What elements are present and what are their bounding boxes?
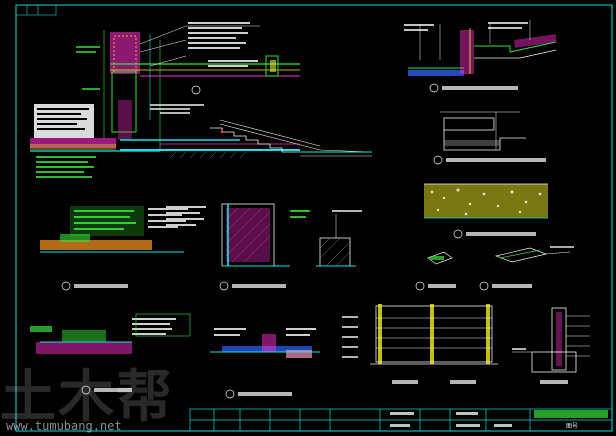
detail-mid-left[interactable]	[40, 206, 188, 291]
detail-mid-column[interactable]	[166, 203, 310, 291]
detail-top-right-section[interactable]	[404, 20, 557, 93]
title-block[interactable]	[189, 408, 613, 432]
title-block-fills	[390, 412, 512, 427]
detail-elevation-grid[interactable]	[342, 304, 498, 384]
detail-gravel-bed[interactable]	[424, 183, 548, 239]
detail-mid-right[interactable]	[316, 210, 362, 267]
watermark-url: www.tumubang.net	[6, 419, 122, 433]
detail-bottom-left[interactable]	[30, 313, 191, 395]
watermark-logo: 土木帮	[0, 365, 174, 430]
detail-small-pieces[interactable]	[415, 246, 574, 291]
title-block-label: 图号	[566, 423, 578, 430]
detail-left-notes[interactable]	[30, 104, 160, 178]
detail-bottom-right-vertical[interactable]	[512, 307, 590, 384]
detail-bottom-mid[interactable]	[210, 328, 320, 399]
detail-main-section[interactable]	[76, 22, 372, 159]
corner-title-strip	[15, 4, 57, 16]
title-block-highlight	[534, 410, 608, 418]
detail-right-steps[interactable]	[433, 111, 546, 165]
